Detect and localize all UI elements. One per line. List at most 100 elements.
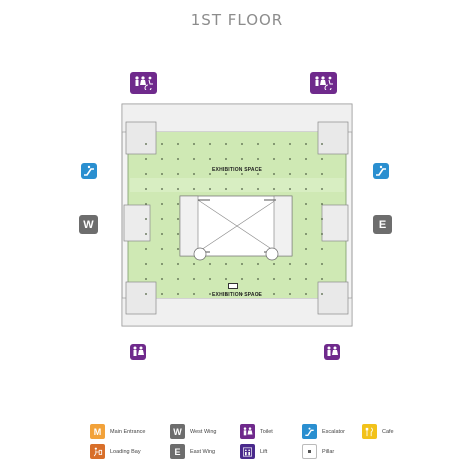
pillar [257,278,259,280]
pillar [193,278,195,280]
pillar [321,143,323,145]
pillar [177,143,179,145]
pillar [305,158,307,160]
toilet-badge-south-west[interactable] [130,344,146,360]
pillar [225,188,227,190]
pillar [241,278,243,280]
east-wing-legend-icon: E [170,444,185,459]
pillar [145,173,147,175]
floor-title: 1ST FLOOR [190,11,284,29]
pillar [177,218,179,220]
pillar [225,293,227,295]
pillar [145,188,147,190]
pillar [273,173,275,175]
pillar [145,158,147,160]
west-wing-letter: W [83,218,94,231]
pillar [145,203,147,205]
legend-west-wing: W West Wing [170,424,217,439]
pillar-grid [145,143,323,295]
legend-pillar: Pillar [302,444,334,459]
pillar [177,203,179,205]
pillar [209,263,211,265]
pillar [273,293,275,295]
legend-loading-bay: Loading Bay [90,444,141,459]
toilet-icon [314,76,333,90]
pillar [241,263,243,265]
west-wing-legend-icon: W [170,424,185,439]
pillar [177,158,179,160]
pillar [145,248,147,250]
pillar [321,218,323,220]
pillar [305,203,307,205]
pillar [273,263,275,265]
west-wing-badge[interactable]: W [79,215,98,234]
legend-label: Loading Bay [110,448,141,455]
main-entrance-icon: M [90,424,105,439]
escalator-icon [376,165,386,176]
pillar [225,143,227,145]
escalator-badge-west[interactable] [81,163,97,179]
map-legend: M Main Entrance W West Wing Toilet Escal… [90,422,400,462]
pillar [161,278,163,280]
pillar [161,218,163,220]
pillar [321,293,323,295]
pillar [193,173,195,175]
pillar [209,158,211,160]
pillar [321,263,323,265]
pillar [145,293,147,295]
pillar [161,233,163,235]
legend-east-wing: E East Wing [170,444,215,459]
east-wing-letter: E [378,218,387,231]
pillar [225,278,227,280]
pillar [289,188,291,190]
room-nw [125,121,157,155]
pillar [161,203,163,205]
pillar [273,188,275,190]
pillar [305,293,307,295]
pillar [193,293,195,295]
toilet-badge-north-west[interactable] [130,72,157,94]
pillar [209,188,211,190]
pillar [321,278,323,280]
pillar [321,203,323,205]
pillar [161,248,163,250]
pillar [257,143,259,145]
north-exhibition-label: EXHIBITION SPACE [212,167,263,173]
pillar [209,278,211,280]
pillar [257,188,259,190]
toilet-badge-north-east[interactable] [310,72,337,94]
legend-label: East Wing [190,448,216,455]
south-exhibition-label: EXHIBITION SPACE [212,292,263,298]
escalator-badge-east[interactable] [373,163,389,179]
toilet-icon [133,346,144,356]
pillar [177,173,179,175]
legend-label: Lift [260,448,268,455]
legend-lift: Lift [240,444,267,459]
escalator-icon [84,165,94,176]
legend-label: Escalator [322,428,345,435]
pillar [225,263,227,265]
main-entrance-letter: M [93,426,102,437]
pillar [145,233,147,235]
east-wing-badge[interactable]: E [373,215,392,234]
pillar [193,143,195,145]
pillar [209,173,211,175]
pillar [145,143,147,145]
pillar [321,233,323,235]
pillar [273,278,275,280]
loading-bay-icon [90,444,105,459]
pillar [161,263,163,265]
pillar [145,263,147,265]
pillar [241,188,243,190]
legend-toilet: Toilet [240,424,273,439]
toilet-badge-south-east[interactable] [324,344,340,360]
pillar [177,263,179,265]
pillar [321,173,323,175]
pillar [145,278,147,280]
south-exhibition-marker-icon [228,283,238,289]
pillar [193,188,195,190]
legend-label: Pillar [322,448,335,455]
legend-label: West Wing [190,428,217,435]
pillar [289,143,291,145]
